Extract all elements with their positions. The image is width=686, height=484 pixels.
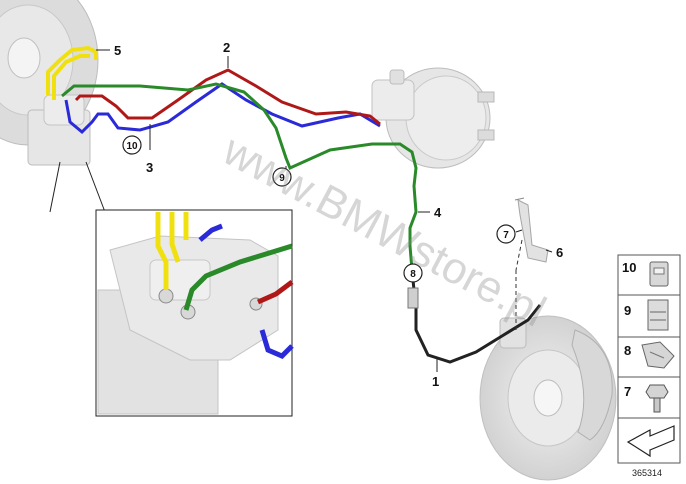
brake-line-3-blue [64, 82, 381, 135]
svg-text:9: 9 [279, 173, 285, 184]
parts-legend: 10 9 8 7 [617, 254, 681, 464]
svg-text:10: 10 [126, 141, 138, 152]
callout-4: 4 [434, 205, 442, 220]
brake-line-2-red [74, 68, 381, 126]
brake-line-4-green [61, 82, 418, 271]
callout-10-circled: 10 [122, 135, 142, 155]
legend-item-8: 8 [624, 341, 675, 369]
callout-9-circled: 9 [272, 167, 292, 187]
svg-text:9: 9 [624, 303, 631, 318]
legend-item-9: 9 [624, 299, 669, 331]
svg-text:8: 8 [410, 269, 416, 280]
svg-text:7: 7 [503, 230, 509, 241]
brake-booster [371, 67, 495, 169]
callout-5: 5 [114, 43, 121, 58]
clip-bracket-icon [649, 261, 669, 287]
svg-text:7: 7 [624, 384, 631, 399]
callout-1: 1 [432, 374, 439, 389]
bracket-plate-icon [641, 341, 675, 369]
callout-8-circled: 8 [403, 263, 423, 283]
pipe-clip-icon [647, 299, 669, 331]
callout-3: 3 [146, 160, 153, 175]
hex-bolt-icon [645, 384, 669, 413]
direction-arrow-icon [626, 425, 675, 458]
callout-2: 2 [223, 40, 230, 55]
svg-text:8: 8 [624, 343, 631, 358]
legend-item-10: 10 [622, 260, 669, 287]
zoom-inset [95, 209, 294, 417]
legend-item-7: 7 [624, 384, 669, 413]
reference-dashed-line [515, 239, 523, 330]
brake-hose-1-black [407, 269, 542, 364]
callout-7-circled: 7 [496, 224, 516, 244]
svg-text:10: 10 [622, 260, 636, 275]
brake-hose-bracket [514, 197, 549, 263]
brake-line-5-yellow [46, 45, 98, 100]
callout-6: 6 [556, 245, 563, 260]
front-right-brake-disc [479, 315, 617, 481]
diagram-reference-number: 365314 [632, 468, 662, 478]
